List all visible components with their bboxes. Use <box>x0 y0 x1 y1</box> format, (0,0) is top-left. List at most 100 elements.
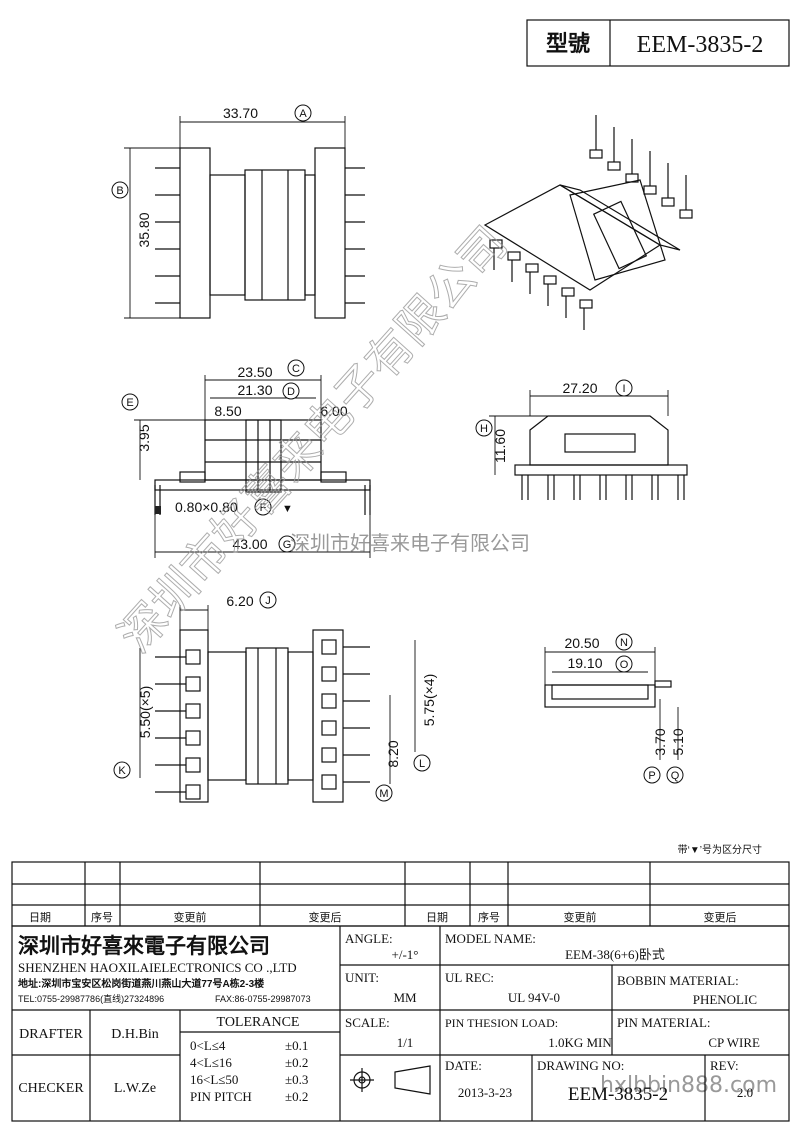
model-name-value: EEM-38(6+6)卧式 <box>565 947 665 962</box>
dim-l-value: 5.75(×4) <box>421 674 437 727</box>
checker-label: CHECKER <box>18 1081 84 1096</box>
drafter-name: D.H.Bin <box>111 1027 158 1042</box>
company-name-en: SHENZHEN HAOXILAIELECTRONICS CO .,LTD <box>18 960 297 975</box>
dim-k-value: 5.50(×5) <box>137 686 153 739</box>
dim-m-tag: M <box>379 788 388 800</box>
scale-label: SCALE: <box>345 1015 390 1030</box>
bobbin-material-value: PHENOLIC <box>693 992 757 1007</box>
pin-block <box>661 197 675 207</box>
tol-range-3: 16<L≤50 <box>190 1072 238 1087</box>
dimension-note: 带‘▼’号为区分尺寸 <box>678 843 762 856</box>
unit-value: MM <box>393 990 417 1005</box>
dim-o-value: 19.10 <box>567 655 602 671</box>
dim-e-value: 3.95 <box>136 424 152 451</box>
watermark-diagonal: 深圳市好喜来电子有限公司 <box>108 216 517 662</box>
dim-g-tag: G <box>283 539 292 551</box>
pin-block <box>185 784 201 800</box>
dim-p-value: 3.70 <box>652 728 668 755</box>
dim-b-tag: B <box>116 185 123 197</box>
rev-header-after: 变更后 <box>309 910 342 924</box>
pin-block <box>185 757 201 773</box>
tol-value-4: ±0.2 <box>285 1089 308 1104</box>
dim-6-00-value: 6.00 <box>320 403 347 419</box>
view-section: 20.50 N 19.10 O 3.70 5.10 P Q <box>544 633 686 784</box>
view-isometric <box>483 115 693 330</box>
projection-symbol-icon <box>350 1065 431 1095</box>
company-name-cn: 深圳市好喜來電子有限公司 <box>18 933 270 958</box>
pin-load-value: 1.0KG MIN <box>548 1035 612 1050</box>
watermark-horizontal: 深圳市好喜来电子有限公司 <box>290 531 530 555</box>
view-top: 33.70 A 35.80 B <box>111 104 365 319</box>
tol-value-3: ±0.3 <box>285 1072 308 1087</box>
dim-i-tag: I <box>622 383 625 395</box>
dim-q-tag: Q <box>671 770 680 782</box>
model-title-box: 型號 EEM-3835-2 <box>526 19 790 67</box>
pin-block <box>185 730 201 746</box>
company-tel: TEL:0755-29987786(直线)27324896 <box>18 993 164 1004</box>
revision-table: 日期 序号 变更前 变更后 日期 序号 变更前 变更后 <box>11 861 790 927</box>
model-number: EEM-3835-2 <box>637 32 764 58</box>
rev-header-before: 变更前 <box>174 910 207 924</box>
rev-header-date-2: 日期 <box>426 911 448 924</box>
dim-h-tag: H <box>480 423 488 435</box>
tol-range-1: 0<L≤4 <box>190 1038 226 1053</box>
drafter-label: DRAFTER <box>19 1027 83 1042</box>
pin-block <box>643 185 657 195</box>
pin-material-value: CP WIRE <box>708 1035 760 1050</box>
dim-k-tag: K <box>118 765 126 777</box>
drawing-no-value: EEM-3835-2 <box>568 1084 668 1105</box>
dim-c-value: 23.50 <box>237 364 272 380</box>
dim-b-value: 35.80 <box>136 212 152 247</box>
pin-block <box>321 693 337 709</box>
dim-j-tag: J <box>265 595 271 607</box>
dim-n-value: 20.50 <box>564 635 599 651</box>
rev-label: REV: <box>710 1058 739 1073</box>
pin-block <box>321 639 337 655</box>
pin-block <box>589 149 603 159</box>
dim-n-tag: N <box>620 637 628 649</box>
unit-label: UNIT: <box>345 970 379 985</box>
rev-header-no-2: 序号 <box>478 910 500 924</box>
pin-block <box>321 774 337 790</box>
dim-8-50-value: 8.50 <box>214 403 241 419</box>
pin-block <box>607 161 621 171</box>
company-address: 地址:深圳市宝安区松岗街道燕川燕山大道77号A栋2-3楼 <box>18 977 264 990</box>
pin-block <box>185 649 201 665</box>
dim-h-value: 11.60 <box>492 429 508 463</box>
dim-l-tag: L <box>419 758 425 770</box>
tol-range-4: PIN PITCH <box>190 1089 252 1104</box>
dim-f-value: 0.80×0.80 <box>175 499 238 515</box>
dim-g-value: 43.00 <box>232 536 267 552</box>
dim-d-value: 21.30 <box>237 382 272 398</box>
pin-block <box>185 703 201 719</box>
drawing-no-label: DRAWING NO: <box>537 1058 624 1073</box>
tolerance-title: TOLERANCE <box>217 1015 300 1030</box>
dim-i-value: 27.20 <box>562 380 597 396</box>
bobbin-material-label: BOBBIN MATERIAL: <box>617 973 739 988</box>
rev-header-after-2: 变更后 <box>704 910 737 924</box>
view-front: 27.20 I 11.60 H <box>475 379 688 500</box>
tol-range-2: 4<L≤16 <box>190 1055 232 1070</box>
pin-block <box>679 209 693 219</box>
pin-load-label: PIN THESION LOAD: <box>445 1016 558 1030</box>
watermark-corner: hxlbbin888.com <box>600 1073 777 1098</box>
checker-name: L.W.Ze <box>114 1081 156 1096</box>
dim-p-tag: P <box>648 770 655 782</box>
dim-a-tag: A <box>299 108 307 120</box>
view-bottom: 6.20 J 5.50(×5) K 5.75(×4) L 8.20 M <box>113 591 437 803</box>
dim-j-value: 6.20 <box>226 593 253 609</box>
dim-o-tag: O <box>620 659 629 671</box>
view-side: 23.50 C 21.30 D 8.50 6.00 3.95 E 0.80×0.… <box>121 359 371 558</box>
scale-value: 1/1 <box>397 1035 414 1050</box>
pin-block <box>543 275 557 285</box>
pin-block <box>579 299 593 309</box>
dim-q-value: 5.10 <box>670 728 686 755</box>
dim-c-tag: C <box>292 363 300 375</box>
pin-block <box>321 666 337 682</box>
dim-a-value: 33.70 <box>223 105 258 121</box>
pin-block <box>321 747 337 763</box>
angle-label: ANGLE: <box>345 931 393 946</box>
date-value: 2013-3-23 <box>458 1085 512 1100</box>
pin-marker: ▼ <box>282 503 293 515</box>
pin-material-label: PIN MATERIAL: <box>617 1015 711 1030</box>
